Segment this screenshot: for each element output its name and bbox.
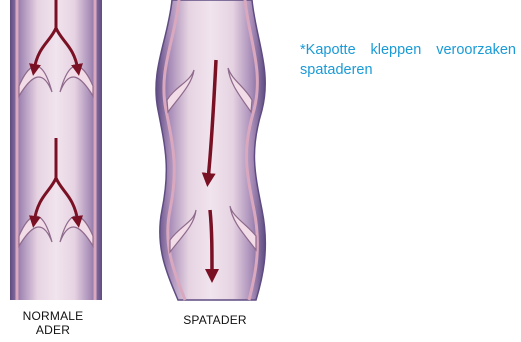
normal-vein (10, 0, 102, 300)
varicose-vein-arrow-lower (210, 210, 212, 276)
vein-valve-diagram (0, 0, 300, 342)
varicose-vein (156, 0, 265, 300)
normal-vein-label-line2: ADER (18, 323, 88, 337)
normal-vein-label: NORMALE ADER (18, 309, 88, 337)
caption-text: *Kapotte kleppen veroorzaken spataderen (300, 40, 516, 80)
normal-vein-label-line1: NORMALE (18, 309, 88, 323)
varicose-vein-label: SPATADER (175, 313, 255, 327)
